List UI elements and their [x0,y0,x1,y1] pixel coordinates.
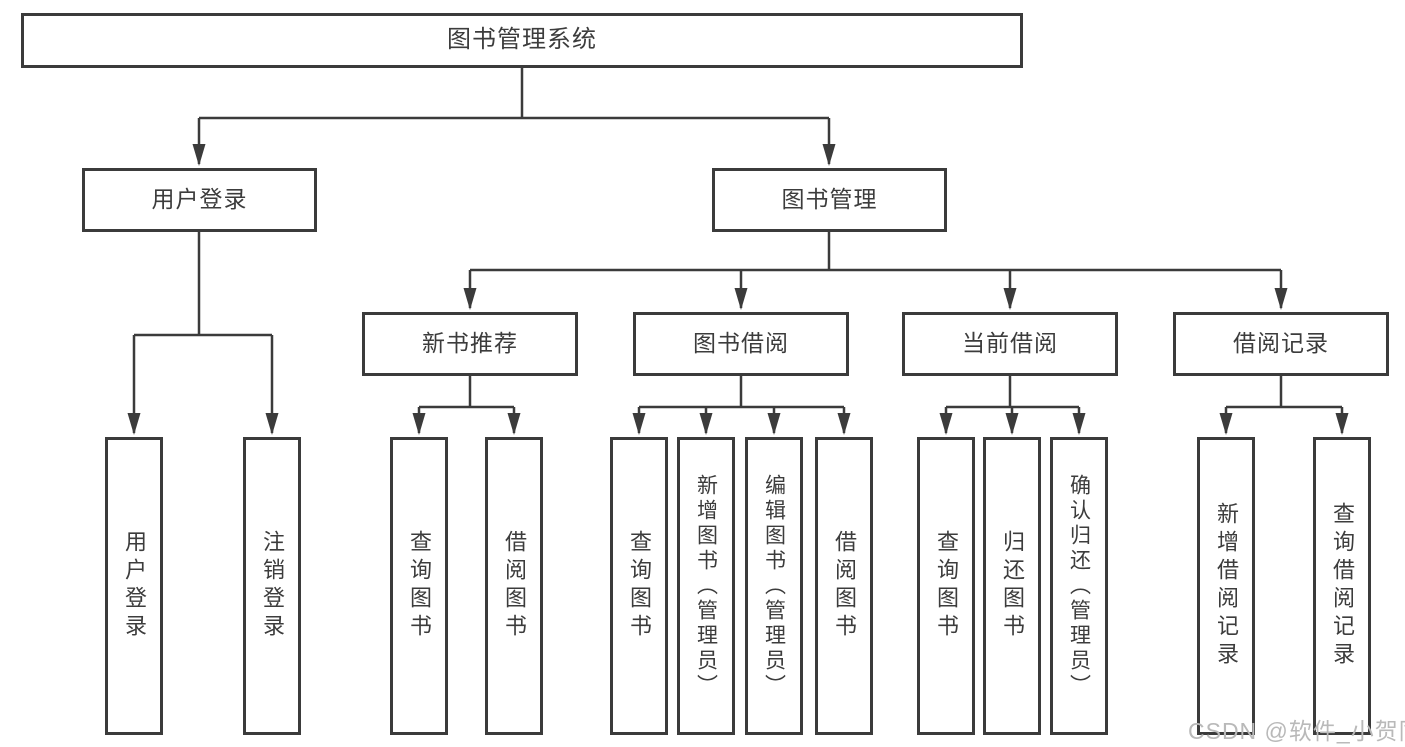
leaf-return-book: 归还图书 [983,437,1041,735]
leaf-confirm-return-admin: 确认归还（管理员） [1050,437,1108,735]
leaf-query-books-recommend: 查询图书 [390,437,448,735]
leaf-borrow-books-recommend: 借阅图书 [485,437,543,735]
node-user-login: 用户登录 [82,168,317,232]
node-borrow-records: 借阅记录 [1173,312,1389,376]
leaf-add-borrow-record: 新增借阅记录 [1197,437,1255,735]
node-library-management-system: 图书管理系统 [21,13,1023,68]
leaf-query-borrow-record: 查询借阅记录 [1313,437,1371,735]
watermark-text: CSDN @软件_小贺同学 [1188,718,1405,744]
leaf-add-book-admin: 新增图书（管理员） [677,437,735,735]
node-book-management: 图书管理 [712,168,947,232]
leaf-borrow-books: 借阅图书 [815,437,873,735]
node-current-borrow: 当前借阅 [902,312,1118,376]
leaf-logout: 注销登录 [243,437,301,735]
node-new-book-recommend: 新书推荐 [362,312,578,376]
node-book-borrow: 图书借阅 [633,312,849,376]
leaf-query-books-borrow: 查询图书 [610,437,668,735]
leaf-edit-book-admin: 编辑图书（管理员） [745,437,803,735]
leaf-user-login: 用户登录 [105,437,163,735]
leaf-query-books-current: 查询图书 [917,437,975,735]
